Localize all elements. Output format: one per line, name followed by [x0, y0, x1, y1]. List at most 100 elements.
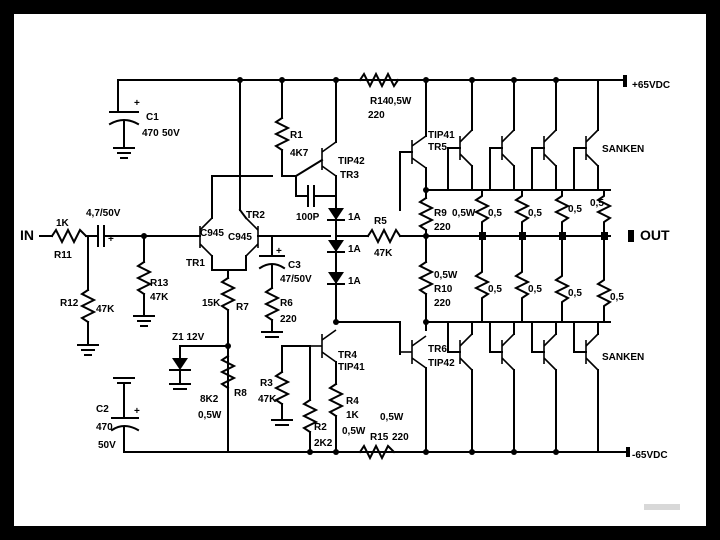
output-transistor-top-1 — [447, 79, 473, 191]
d1-label: 1A — [348, 212, 361, 223]
rin-value: 1K — [56, 218, 70, 229]
emitter-res-top-4: 0,5 — [590, 198, 604, 209]
d2-label: 1A — [348, 244, 361, 255]
c2-plus: + — [134, 406, 140, 417]
zener-label: Z1 12V — [172, 332, 205, 343]
tr6-name: TR6 — [428, 344, 447, 355]
c3-name: C3 — [288, 260, 301, 271]
tr2-label: TR2 — [246, 210, 265, 221]
tr6-type: TIP42 — [428, 358, 455, 369]
tr5-type: TIP41 — [428, 130, 455, 141]
sanken-top: SANKEN — [602, 144, 644, 155]
r14-value: 220 — [368, 110, 385, 121]
r10-watt: 0,5W — [434, 270, 458, 281]
r3-name: R3 — [260, 378, 273, 389]
emitter-resistors-bottom — [473, 235, 613, 323]
r6-name: R6 — [280, 298, 293, 309]
tr3-type: TIP42 — [338, 156, 365, 167]
output-transistor-bottom-3 — [531, 321, 557, 453]
tr1-label: TR1 — [186, 258, 205, 269]
capacitor-c3 — [258, 235, 286, 338]
r5-value: 47K — [374, 248, 393, 259]
r2-name: R2 — [314, 422, 327, 433]
output-label: OUT — [640, 227, 670, 243]
emitter-res-bottom-4: 0,5 — [610, 292, 624, 303]
vneg-label: -65VDC — [632, 450, 668, 461]
d3-label: 1A — [348, 276, 361, 287]
emitter-res-top-3: 0,5 — [568, 204, 582, 215]
r4-value: 1K — [346, 410, 360, 421]
c945-right: C945 — [228, 232, 252, 243]
r15-watt: 0,5W — [380, 412, 404, 423]
tr3-name: TR3 — [340, 170, 359, 181]
r4-name: R4 — [346, 396, 359, 407]
tr4-name: TR4 — [338, 350, 357, 361]
r14-name: R14 — [370, 96, 389, 107]
cin-plus: + — [108, 234, 114, 245]
c2-volt: 50V — [98, 440, 116, 451]
r15-name: R15 — [370, 432, 389, 443]
r14-watt: 0,5W — [388, 96, 412, 107]
capacitor-c2 — [110, 377, 229, 453]
c1-name: C1 — [146, 112, 159, 123]
c2-name: C2 — [96, 404, 109, 415]
emitter-res-bottom-1: 0,5 — [488, 284, 502, 295]
output-transistor-bottom-4 — [573, 321, 599, 453]
driver-stage — [397, 77, 611, 455]
output-transistor-bottom-2 — [489, 321, 515, 453]
r5-name: R5 — [374, 216, 387, 227]
labels: +65VDC -65VDC IN OUT C1 470 50V R1 4K7 R… — [20, 80, 670, 461]
r9-value: 220 — [434, 222, 451, 233]
r1-value: 4K7 — [290, 148, 309, 159]
c2-value: 470 — [96, 422, 113, 433]
output-transistor-top-3 — [531, 79, 557, 191]
vpos-label: +65VDC — [632, 80, 670, 91]
watermark — [644, 504, 680, 510]
r12-value: 47K — [96, 304, 115, 315]
c3-value: 47/50V — [280, 274, 312, 285]
r8-watt: 0,5W — [198, 410, 222, 421]
c1-value: 470 — [142, 128, 159, 139]
tr5-name: TR5 — [428, 142, 447, 153]
resistor-r5 — [335, 227, 402, 245]
c100p-label: 100P — [296, 212, 320, 223]
zener-z1 — [169, 345, 229, 390]
amplifier-schematic: +65VDC -65VDC IN OUT C1 470 50V R1 4K7 R… — [20, 71, 670, 461]
r2-value: 2K2 — [314, 438, 333, 449]
resistor-r14 — [358, 71, 400, 89]
rin-name: R11 — [54, 250, 72, 261]
r15-value: 220 — [392, 432, 409, 443]
r8-value: 8K2 — [200, 394, 219, 405]
differential-pair — [199, 77, 331, 453]
bias-diodes — [327, 199, 345, 325]
c1-plus: + — [134, 98, 140, 109]
r4-watt: 0,5W — [342, 426, 366, 437]
c945-left: C945 — [200, 228, 224, 239]
emitter-res-top-2: 0,5 — [528, 208, 542, 219]
r9-name: R9 — [434, 208, 447, 219]
r12-name: R12 — [60, 298, 79, 309]
r8-name: R8 — [234, 388, 247, 399]
r9-watt: 0,5W — [452, 208, 476, 219]
c1-volt: 50V — [162, 128, 180, 139]
emitter-res-bottom-2: 0,5 — [528, 284, 542, 295]
emitter-res-top-1: 0,5 — [488, 208, 502, 219]
cin-value: 4,7/50V — [86, 208, 121, 219]
input-stage — [39, 225, 201, 356]
r1-name: R1 — [290, 130, 303, 141]
lower-driver — [271, 321, 401, 461]
tr4-type: TIP41 — [338, 362, 365, 373]
output-stage — [447, 77, 613, 455]
r7-value: 15K — [202, 298, 221, 309]
r13-name: R13 — [150, 278, 169, 289]
c3-plus: + — [276, 246, 282, 257]
schematic-sheet: +65VDC -65VDC IN OUT C1 470 50V R1 4K7 R… — [14, 14, 706, 526]
input-label: IN — [20, 227, 34, 243]
r3-value: 47K — [258, 394, 277, 405]
r7-name: R7 — [236, 302, 249, 313]
r10-value: 220 — [434, 298, 451, 309]
r10-name: R10 — [434, 284, 453, 295]
r6-value: 220 — [280, 314, 297, 325]
output-transistor-bottom-1 — [447, 321, 473, 453]
